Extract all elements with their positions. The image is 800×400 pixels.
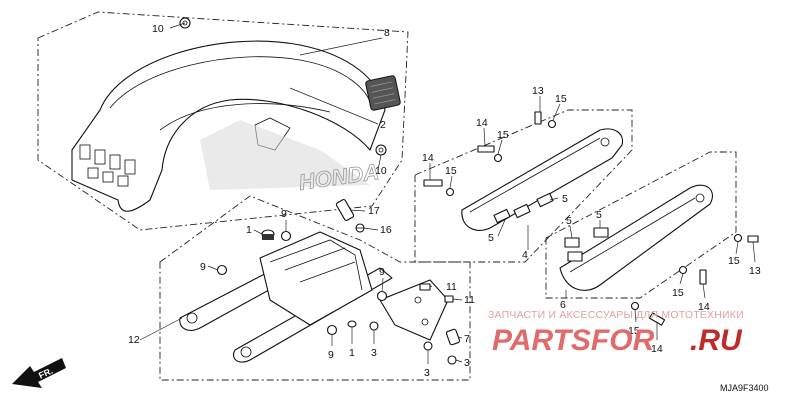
callout-15-lower-a: 15 [728,255,740,267]
washer-9-a [280,230,292,242]
fender-rear-vents [79,144,136,187]
callout-5-upper-a: 5 [562,193,568,205]
stay-leaders [139,220,463,364]
fender-leaders [169,22,383,231]
callout-7: 7 [464,333,470,345]
callout-15-upper-b: 15 [497,129,509,141]
watermark: ЗАПЧАСТИ И АКСЕССУАРЫ ДЛЯ МОТОТЕХНИКИ PA… [488,309,744,357]
washer-9-c [376,290,388,302]
bolt-14-upper [477,145,503,163]
callout-15-lower-c: 15 [628,325,640,337]
callout-3-a: 3 [371,347,377,359]
bolt-13-lower [733,233,759,243]
callout-14-upper: 14 [476,117,488,129]
callout-9-d: 9 [328,349,334,361]
side-cover-4 [461,128,624,231]
bolt-14-left [423,179,455,197]
callout-10-side: 10 [375,165,387,177]
callout-13-upper: 13 [532,85,544,97]
callout-1-bottom: 1 [349,347,355,359]
side-cover-6 [559,184,713,291]
clip-11-b [444,295,454,303]
bolt-14-lower-a [678,265,707,285]
callout-11-a: 11 [446,281,457,293]
watermark-suffix: .RU [690,324,743,357]
watermark-brand: PARTSFOR [492,324,655,357]
bolt-13-upper [534,111,557,129]
callout-17: 17 [368,205,380,217]
cover-leaders-upper [429,96,561,250]
rear-fender: HONDA [71,40,386,212]
collar-3-b [423,341,433,351]
grommet-1-top [261,229,275,240]
callout-15-lower-b: 15 [672,287,684,299]
callout-3-b: 3 [424,367,430,379]
washer-9-b [216,264,228,276]
front-direction-arrow: FR. [12,358,66,388]
callout-5-lower-a: 5 [566,215,572,227]
screw-16 [355,223,365,233]
grommet-1-bottom [347,320,357,328]
callout-4: 4 [522,249,528,261]
callout-10-top: 10 [152,23,164,35]
washer-9-d [326,324,338,336]
callout-16: 16 [380,224,392,236]
cover-right-frame [545,151,737,299]
callout-9-a: 9 [281,208,287,220]
callout-14-lower-a: 14 [698,301,710,313]
callout-9-b: 9 [200,261,206,273]
callout-9-c: 9 [379,266,385,278]
callout-2: 2 [380,119,386,131]
callout-15-left: 15 [445,165,457,177]
callout-3-c: 3 [464,357,470,369]
callout-5-upper-b: 5 [488,232,494,244]
callout-6: 6 [560,299,566,311]
diagram-code: MJA9F3400 [720,383,769,393]
callout-13-lower: 13 [749,265,761,277]
stay-frame [159,195,471,381]
collar-7 [445,328,461,346]
cover-left-frame [414,109,633,263]
callout-15-upper-a: 15 [555,93,567,105]
clip-11-a [419,283,431,291]
callout-11-b: 11 [464,294,475,306]
collar-3-c [447,355,457,365]
fender-group-frame [37,11,409,231]
callout-8: 8 [384,27,390,39]
clip-17 [335,199,355,221]
callout-14-left: 14 [422,152,434,164]
watermark-tagline: ЗАПЧАСТИ И АКСЕССУАРЫ ДЛЯ МОТОТЕХНИКИ [488,309,744,321]
fender-stay [179,231,449,363]
bolt-14-lower-b [630,301,666,326]
callout-14-lower-b: 14 [651,343,663,355]
reflector [365,75,401,111]
nut-10-side [375,144,387,156]
callout-12: 12 [128,334,140,346]
callout-1-top: 1 [246,224,252,236]
collar-3-a [369,321,379,331]
callout-5-lower-b: 5 [596,209,602,221]
cover-leaders-lower [565,220,756,340]
